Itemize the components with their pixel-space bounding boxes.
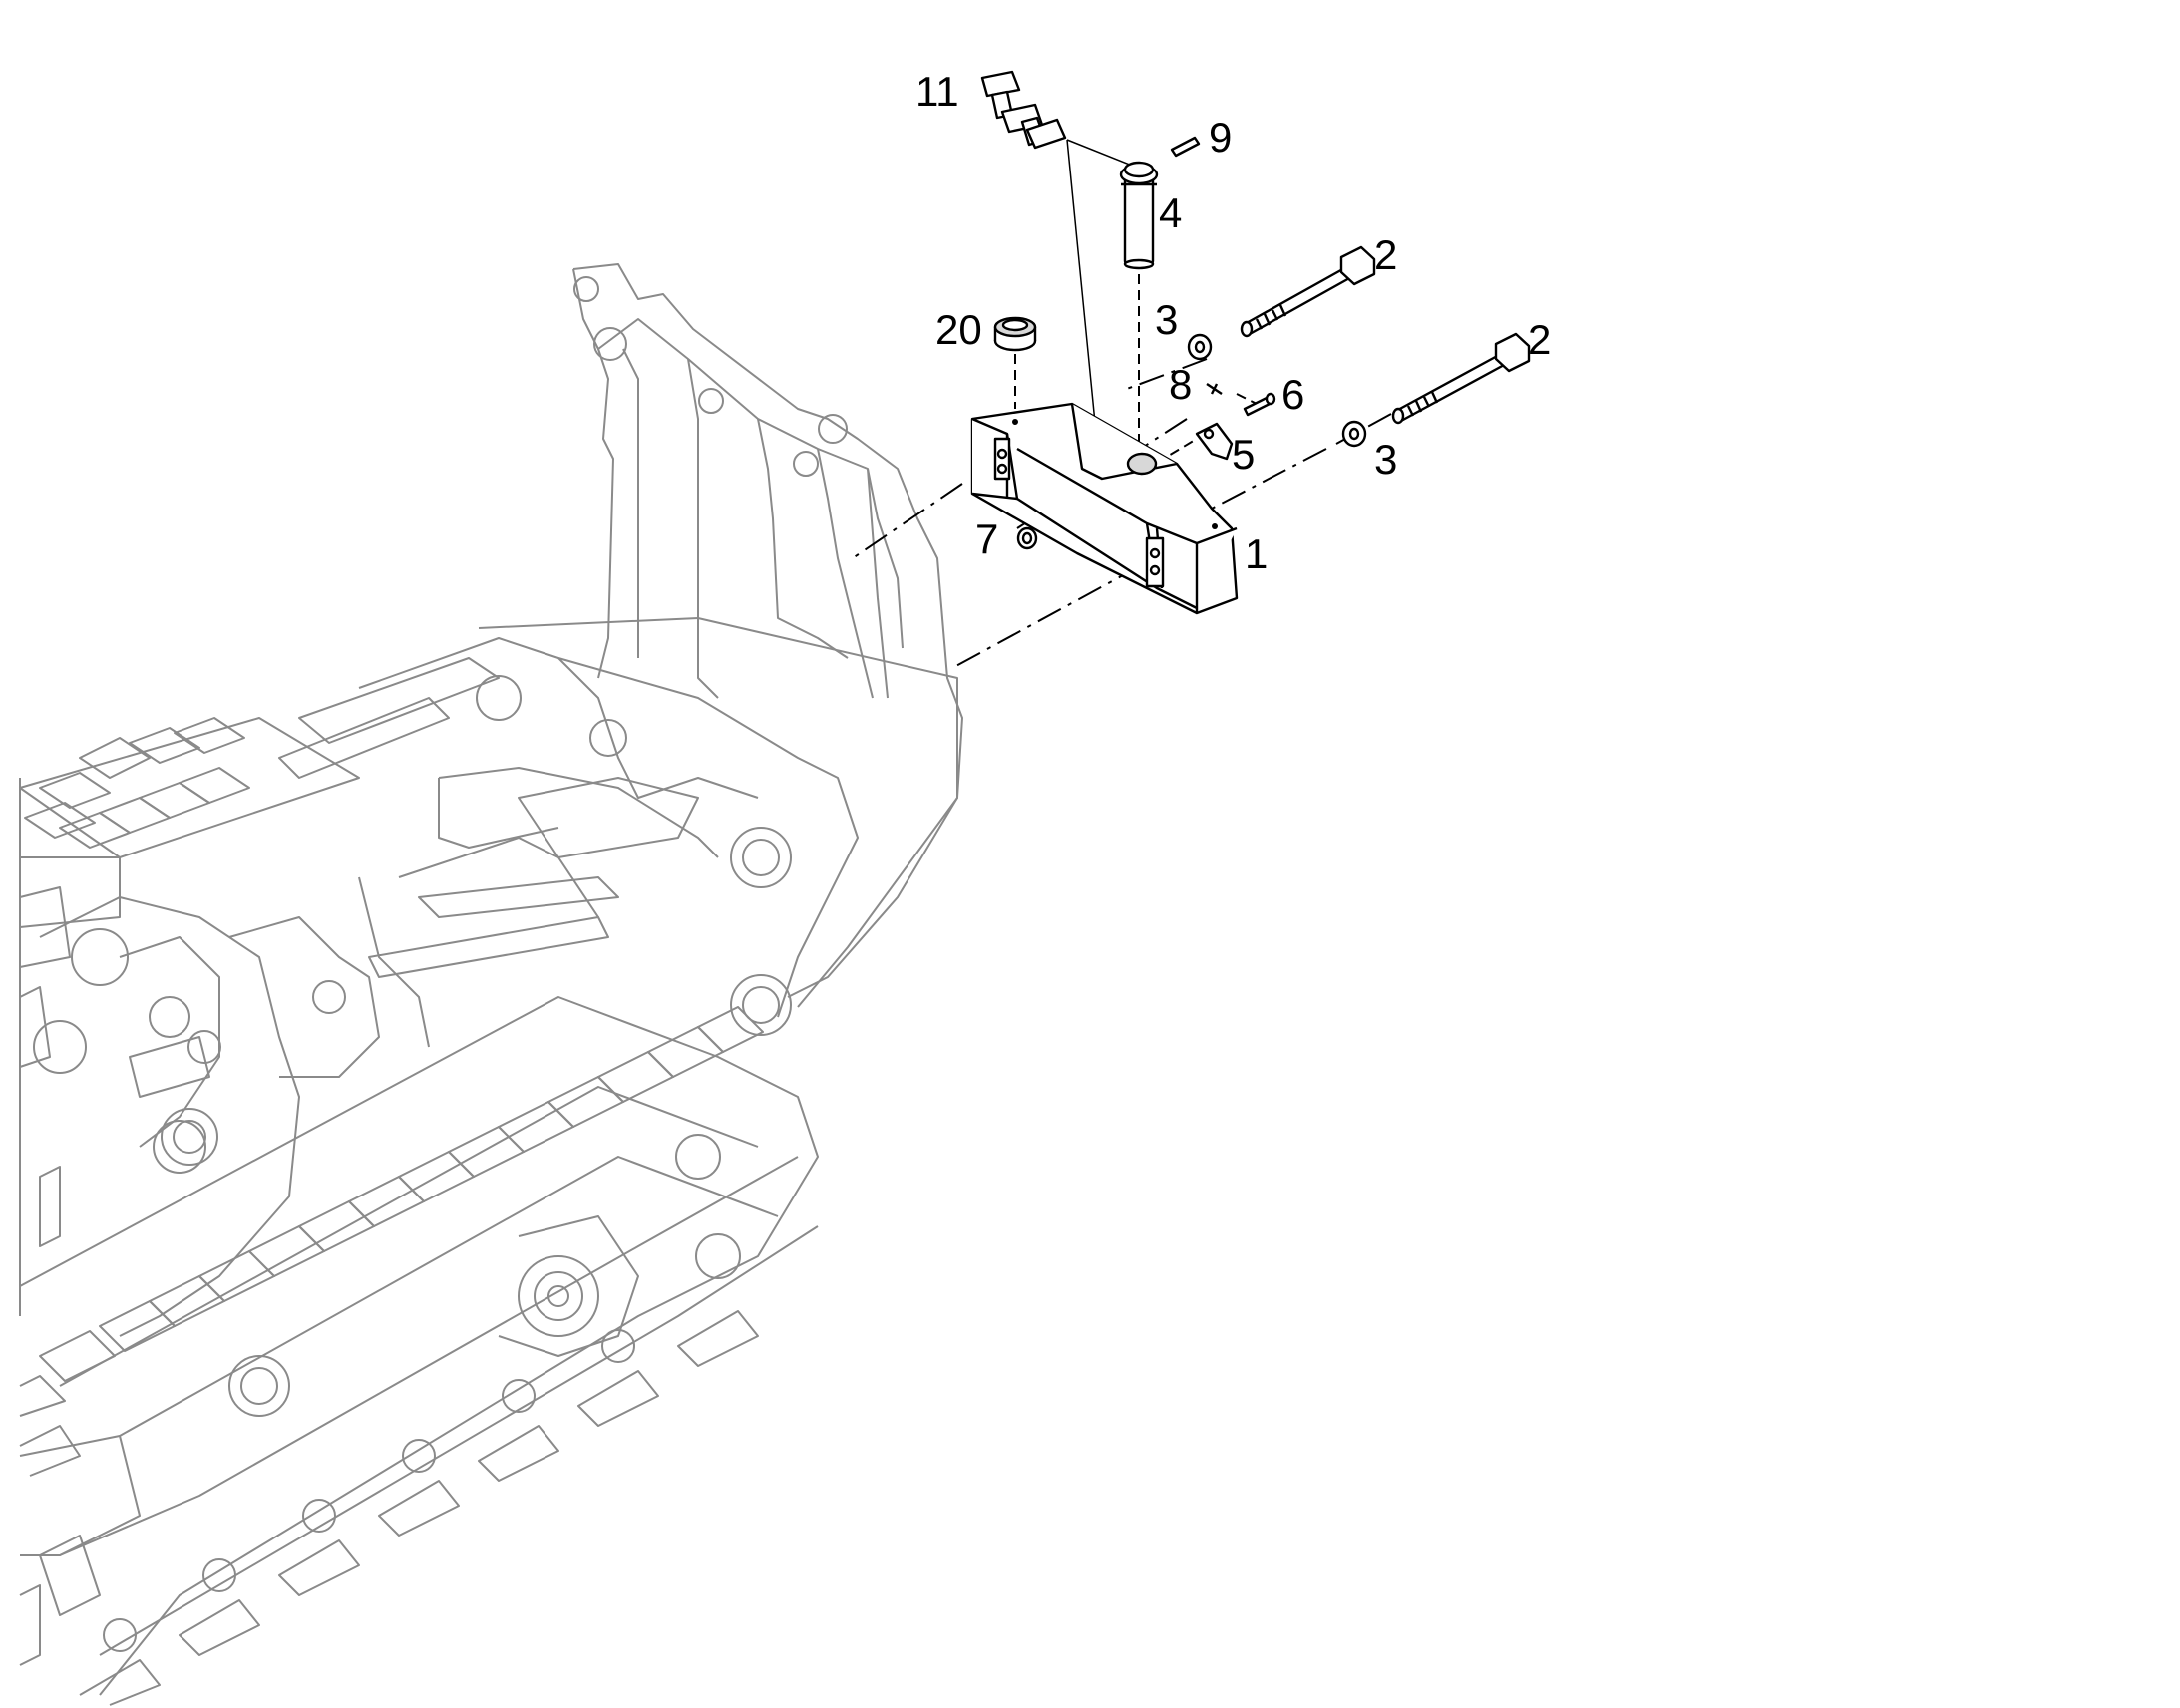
assembly-line <box>852 483 963 559</box>
callout-20: 20 <box>935 306 982 353</box>
callout-4: 4 <box>1159 189 1182 236</box>
part-8-clip <box>1206 383 1223 395</box>
washer-hole <box>1194 340 1206 354</box>
callout-3-lower: 3 <box>1374 436 1397 483</box>
part-9-small-pin <box>1170 136 1201 158</box>
callout-11: 11 <box>915 68 959 115</box>
callout-3-upper: 3 <box>1155 296 1178 343</box>
callout-labels: 11 9 4 2 3 20 2 8 6 5 3 7 1 <box>915 68 1551 577</box>
callout-2-upper: 2 <box>1374 231 1397 278</box>
exploded-parts <box>852 70 1531 669</box>
assembly-line <box>1126 358 1208 390</box>
part-11-chain <box>980 70 1067 150</box>
machine-frame <box>19 263 963 1706</box>
part-5-tab <box>1195 422 1234 461</box>
callout-9: 9 <box>1209 114 1232 161</box>
callout-7: 7 <box>975 515 998 562</box>
part-20-cap <box>993 316 1037 352</box>
part-6-screw <box>1243 392 1276 417</box>
washer-hole <box>1348 427 1360 441</box>
part-1-bracket <box>970 402 1239 615</box>
part-2-bolt-upper <box>1240 245 1376 338</box>
assembly-line <box>1211 448 1327 510</box>
callout-6: 6 <box>1281 371 1304 418</box>
callout-1: 1 <box>1245 530 1268 577</box>
callout-8: 8 <box>1169 361 1192 408</box>
assembly-line <box>951 542 1183 669</box>
assembly-line <box>1236 393 1258 405</box>
callout-2-lower: 2 <box>1528 316 1551 363</box>
left-track <box>19 717 360 1316</box>
part-7-nut <box>1016 526 1038 550</box>
part-4-pin <box>1119 161 1159 270</box>
part-2-bolt-lower <box>1391 332 1531 425</box>
right-track <box>19 996 819 1706</box>
callout-5: 5 <box>1232 431 1255 478</box>
